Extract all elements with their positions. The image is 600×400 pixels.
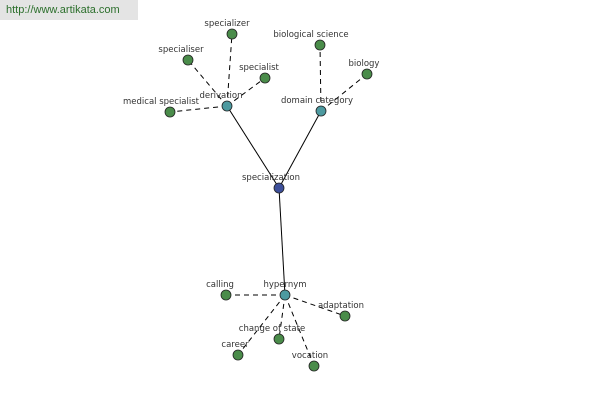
- edge-specialization-domain-category: [278, 110, 322, 189]
- leaf-node-medical-specialist[interactable]: [164, 106, 176, 118]
- leaf-label-biology[interactable]: biology: [349, 59, 380, 69]
- leaf-node-specializer[interactable]: [226, 28, 238, 40]
- source-url-label: http://www.artikata.com: [0, 0, 138, 20]
- edge-derivation-specialiser: [187, 59, 228, 107]
- leaf-node-change-of-state[interactable]: [273, 333, 285, 345]
- leaf-label-vocation[interactable]: vocation: [292, 351, 328, 361]
- leaf-node-calling[interactable]: [220, 289, 232, 301]
- relation-node-hypernym[interactable]: [279, 289, 291, 301]
- edge-specialization-derivation: [226, 105, 280, 189]
- edge-domain-category-biological-science: [319, 44, 322, 112]
- graph-labels: specializer specialiser specialist medical …: [123, 19, 379, 361]
- leaf-node-career[interactable]: [232, 349, 244, 361]
- root-node-specialization[interactable]: [273, 182, 285, 194]
- relation-node-domain-category[interactable]: [315, 105, 327, 117]
- relation-label-hypernym[interactable]: hypernym: [263, 280, 306, 290]
- leaf-node-specialiser[interactable]: [182, 54, 194, 66]
- leaf-node-vocation[interactable]: [308, 360, 320, 372]
- leaf-label-specialist[interactable]: specialist: [239, 63, 279, 73]
- graph-nodes: [164, 28, 373, 372]
- leaf-node-biology[interactable]: [361, 68, 373, 80]
- relation-label-derivation[interactable]: derivation: [199, 91, 242, 101]
- edge-derivation-specialist: [226, 77, 266, 107]
- leaf-node-adaptation[interactable]: [339, 310, 351, 322]
- leaf-label-specialiser[interactable]: specialiser: [158, 45, 204, 55]
- leaf-label-adaptation[interactable]: adaptation: [318, 301, 364, 311]
- edge-derivation-specializer: [226, 33, 233, 107]
- leaf-label-biological-science[interactable]: biological science: [273, 30, 348, 40]
- leaf-label-specializer[interactable]: specializer: [204, 19, 250, 29]
- edge-hypernym-vocation: [284, 294, 315, 367]
- leaf-label-medical-specialist[interactable]: medical specialist: [123, 97, 200, 107]
- edge-hypernym-adaptation: [284, 294, 346, 317]
- edge-domain-category-biology: [320, 73, 368, 112]
- leaf-label-change-of-state[interactable]: change of state: [239, 324, 305, 334]
- edge-specialization-hypernym: [278, 187, 286, 296]
- relation-node-derivation[interactable]: [221, 100, 233, 112]
- root-label-specialization[interactable]: specialization: [242, 173, 300, 183]
- graph-edges: [169, 33, 368, 367]
- leaf-label-calling[interactable]: calling: [206, 280, 234, 290]
- leaf-node-biological-science[interactable]: [314, 39, 326, 51]
- edge-hypernym-career: [237, 294, 286, 356]
- edge-derivation-medical-specialist: [169, 105, 228, 113]
- leaf-label-career[interactable]: career: [221, 340, 249, 350]
- leaf-node-specialist[interactable]: [259, 72, 271, 84]
- edge-hypernym-change-of-state: [278, 294, 286, 340]
- relation-label-domain-category[interactable]: domain category: [281, 96, 353, 106]
